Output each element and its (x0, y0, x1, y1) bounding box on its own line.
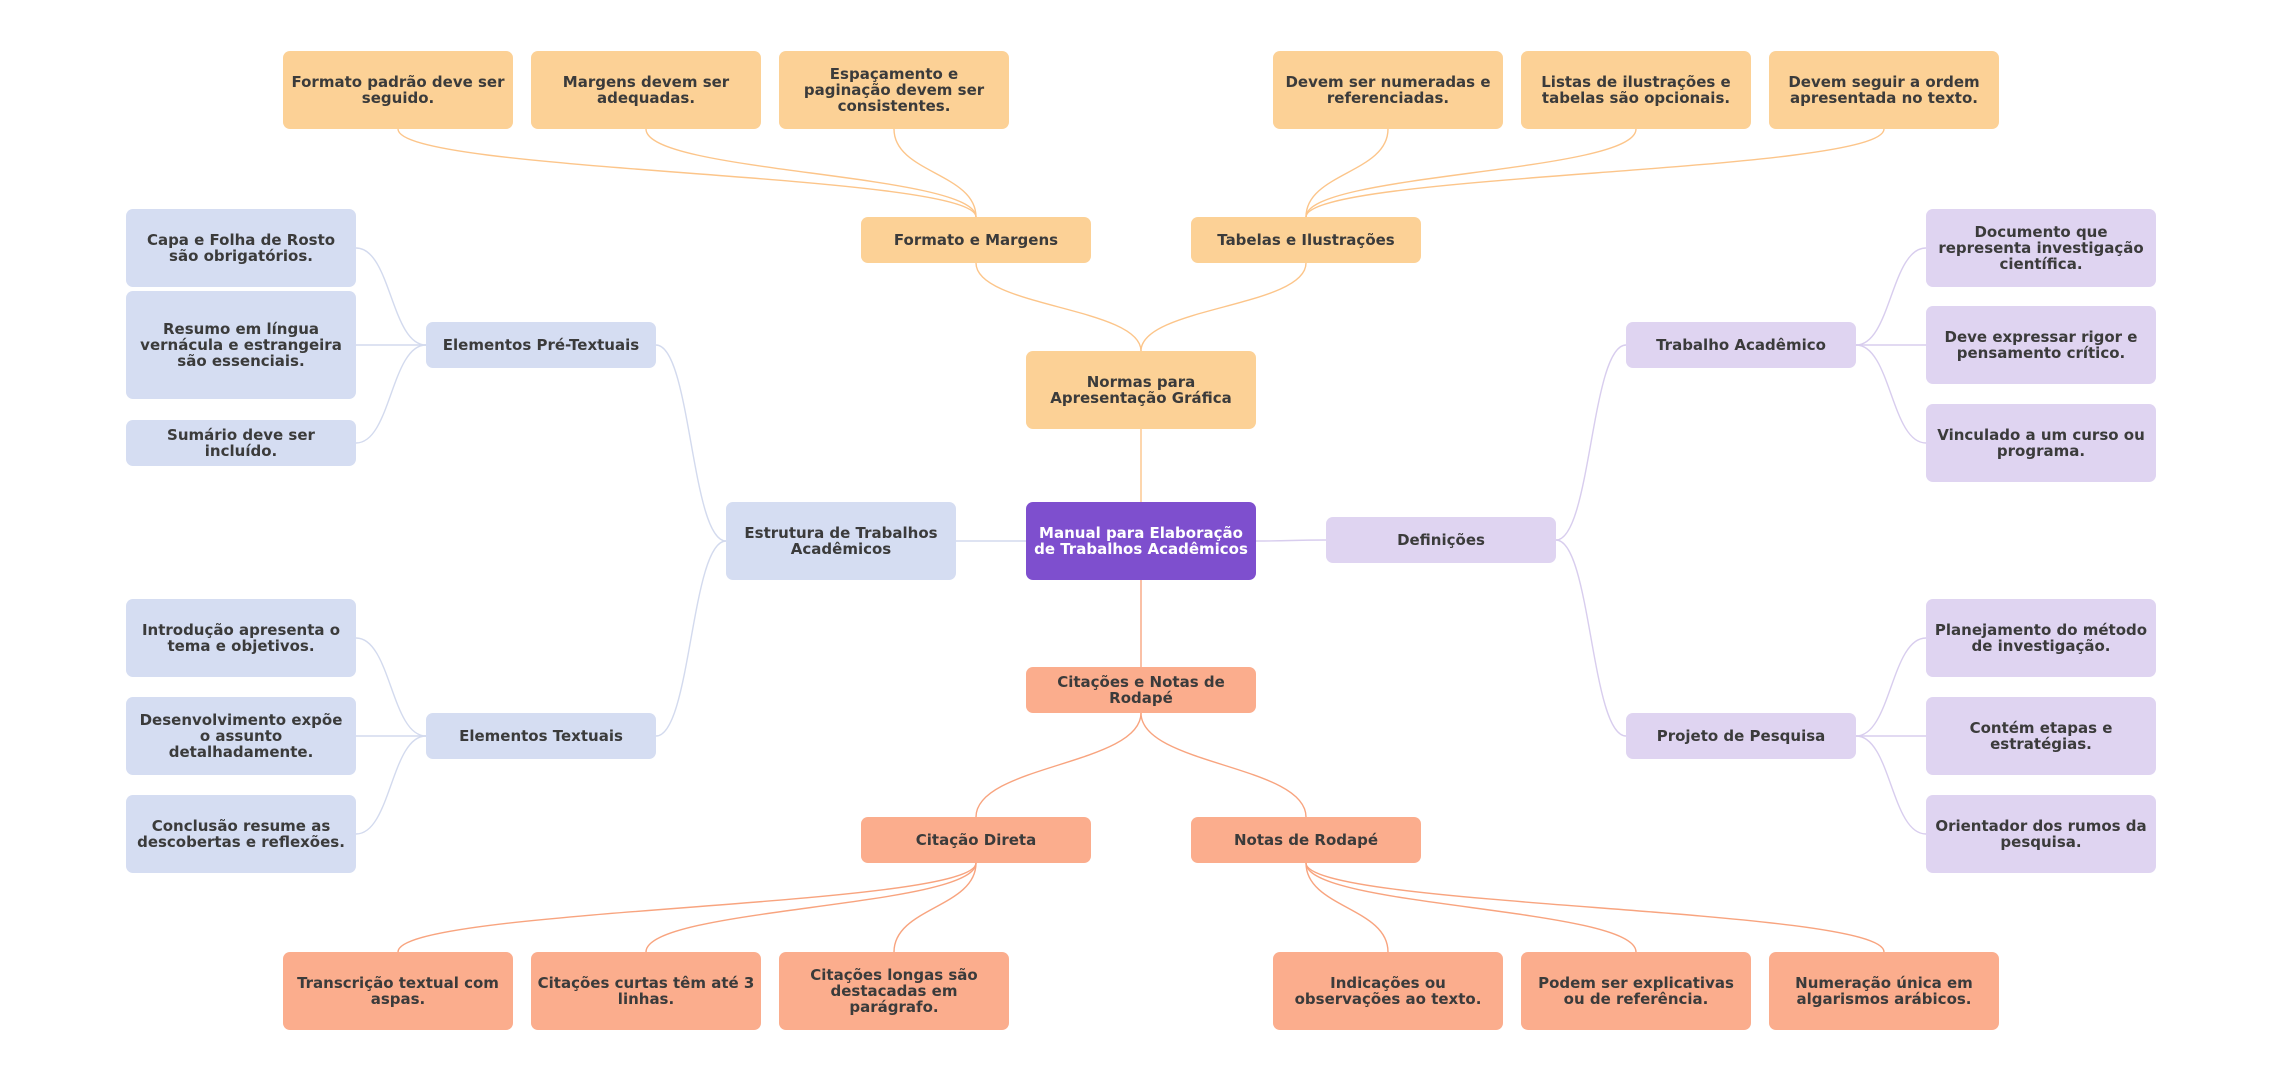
sumario-node[interactable]: Sumário deve ser incluído. (126, 420, 356, 466)
notas-rodape-node[interactable]: Notas de Rodapé (1191, 817, 1421, 863)
connector-notas-rodape-numeracao (1305, 862, 1885, 953)
capa-node[interactable]: Capa e Folha de Rosto são obrigatórios. (126, 209, 356, 287)
connector-pre-textuais-capa (355, 247, 427, 346)
numeracao-node[interactable]: Numeração única em algarismos arábicos. (1769, 952, 1999, 1030)
connector-pre-textuais-sumario (355, 344, 427, 444)
connector-normas-formato-margens (975, 262, 1142, 352)
estrutura-node[interactable]: Estrutura de Trabalhos Acadêmicos (726, 502, 956, 580)
connector-definicoes-projeto-pesquisa (1555, 539, 1627, 737)
connector-projeto-pesquisa-orientador (1855, 735, 1927, 835)
connector-citacao-direta-transcricao (397, 862, 977, 953)
definicoes-node[interactable]: Definições (1326, 517, 1556, 563)
documento-node[interactable]: Documento que representa investigação ci… (1926, 209, 2156, 287)
connector-citacao-direta-citacoes-curtas (645, 862, 977, 953)
connector-notas-rodape-explicativas (1305, 862, 1637, 953)
connector-trabalho-academico-documento (1855, 247, 1927, 346)
espacamento-node[interactable]: Espaçamento e paginação devem ser consis… (779, 51, 1009, 129)
citacoes-curtas-node[interactable]: Citações curtas têm até 3 linhas. (531, 952, 761, 1030)
formato-margens-node[interactable]: Formato e Margens (861, 217, 1091, 263)
connector-formato-margens-margens (645, 128, 977, 218)
tabelas-ilustracoes-node[interactable]: Tabelas e Ilustrações (1191, 217, 1421, 263)
orientador-node[interactable]: Orientador dos rumos da pesquisa. (1926, 795, 2156, 873)
connector-textuais-introducao (355, 637, 427, 737)
root-node[interactable]: Manual para Elaboração de Trabalhos Acad… (1026, 502, 1256, 580)
connector-formato-margens-formato-padrao (397, 128, 977, 218)
resumo-node[interactable]: Resumo em língua vernácula e estrangeira… (126, 291, 356, 399)
vinculado-node[interactable]: Vinculado a um curso ou programa. (1926, 404, 2156, 482)
connector-estrutura-pre-textuais (655, 344, 727, 542)
connector-trabalho-academico-vinculado (1855, 344, 1927, 444)
conclusao-node[interactable]: Conclusão resume as descobertas e reflex… (126, 795, 356, 873)
desenvolvimento-node[interactable]: Desenvolvimento expõe o assunto detalhad… (126, 697, 356, 775)
connector-citacao-direta-citacoes-longas (893, 862, 977, 953)
connector-notas-rodape-indicacoes (1305, 862, 1389, 953)
pre-textuais-node[interactable]: Elementos Pré-Textuais (426, 322, 656, 368)
explicativas-node[interactable]: Podem ser explicativas ou de referência. (1521, 952, 1751, 1030)
connector-formato-margens-espacamento (893, 128, 977, 218)
connector-normas-tabelas-ilustracoes (1140, 262, 1307, 352)
margens-node[interactable]: Margens devem ser adequadas. (531, 51, 761, 129)
connector-tabelas-ilustracoes-numeradas (1305, 128, 1389, 218)
connector-tabelas-ilustracoes-ordem (1305, 128, 1885, 218)
citacoes-notas-node[interactable]: Citações e Notas de Rodapé (1026, 667, 1256, 713)
introducao-node[interactable]: Introdução apresenta o tema e objetivos. (126, 599, 356, 677)
trabalho-academico-node[interactable]: Trabalho Acadêmico (1626, 322, 1856, 368)
listas-node[interactable]: Listas de ilustrações e tabelas são opci… (1521, 51, 1751, 129)
ordem-node[interactable]: Devem seguir a ordem apresentada no text… (1769, 51, 1999, 129)
connector-definicoes-trabalho-academico (1555, 344, 1627, 541)
indicacoes-node[interactable]: Indicações ou observações ao texto. (1273, 952, 1503, 1030)
connector-root-definicoes (1255, 539, 1327, 542)
transcricao-node[interactable]: Transcrição textual com aspas. (283, 952, 513, 1030)
connector-tabelas-ilustracoes-listas (1305, 128, 1637, 218)
citacoes-longas-node[interactable]: Citações longas são destacadas em parágr… (779, 952, 1009, 1030)
etapas-node[interactable]: Contém etapas e estratégias. (1926, 697, 2156, 775)
connector-textuais-conclusao (355, 735, 427, 835)
projeto-pesquisa-node[interactable]: Projeto de Pesquisa (1626, 713, 1856, 759)
normas-node[interactable]: Normas para Apresentação Gráfica (1026, 351, 1256, 429)
numeradas-node[interactable]: Devem ser numeradas e referenciadas. (1273, 51, 1503, 129)
connector-citacoes-notas-citacao-direta (975, 712, 1142, 818)
connector-citacoes-notas-notas-rodape (1140, 712, 1307, 818)
connector-estrutura-textuais (655, 540, 727, 737)
connector-projeto-pesquisa-planejamento (1855, 637, 1927, 737)
textuais-node[interactable]: Elementos Textuais (426, 713, 656, 759)
formato-padrao-node[interactable]: Formato padrão deve ser seguido. (283, 51, 513, 129)
citacao-direta-node[interactable]: Citação Direta (861, 817, 1091, 863)
planejamento-node[interactable]: Planejamento do método de investigação. (1926, 599, 2156, 677)
rigor-node[interactable]: Deve expressar rigor e pensamento crític… (1926, 306, 2156, 384)
